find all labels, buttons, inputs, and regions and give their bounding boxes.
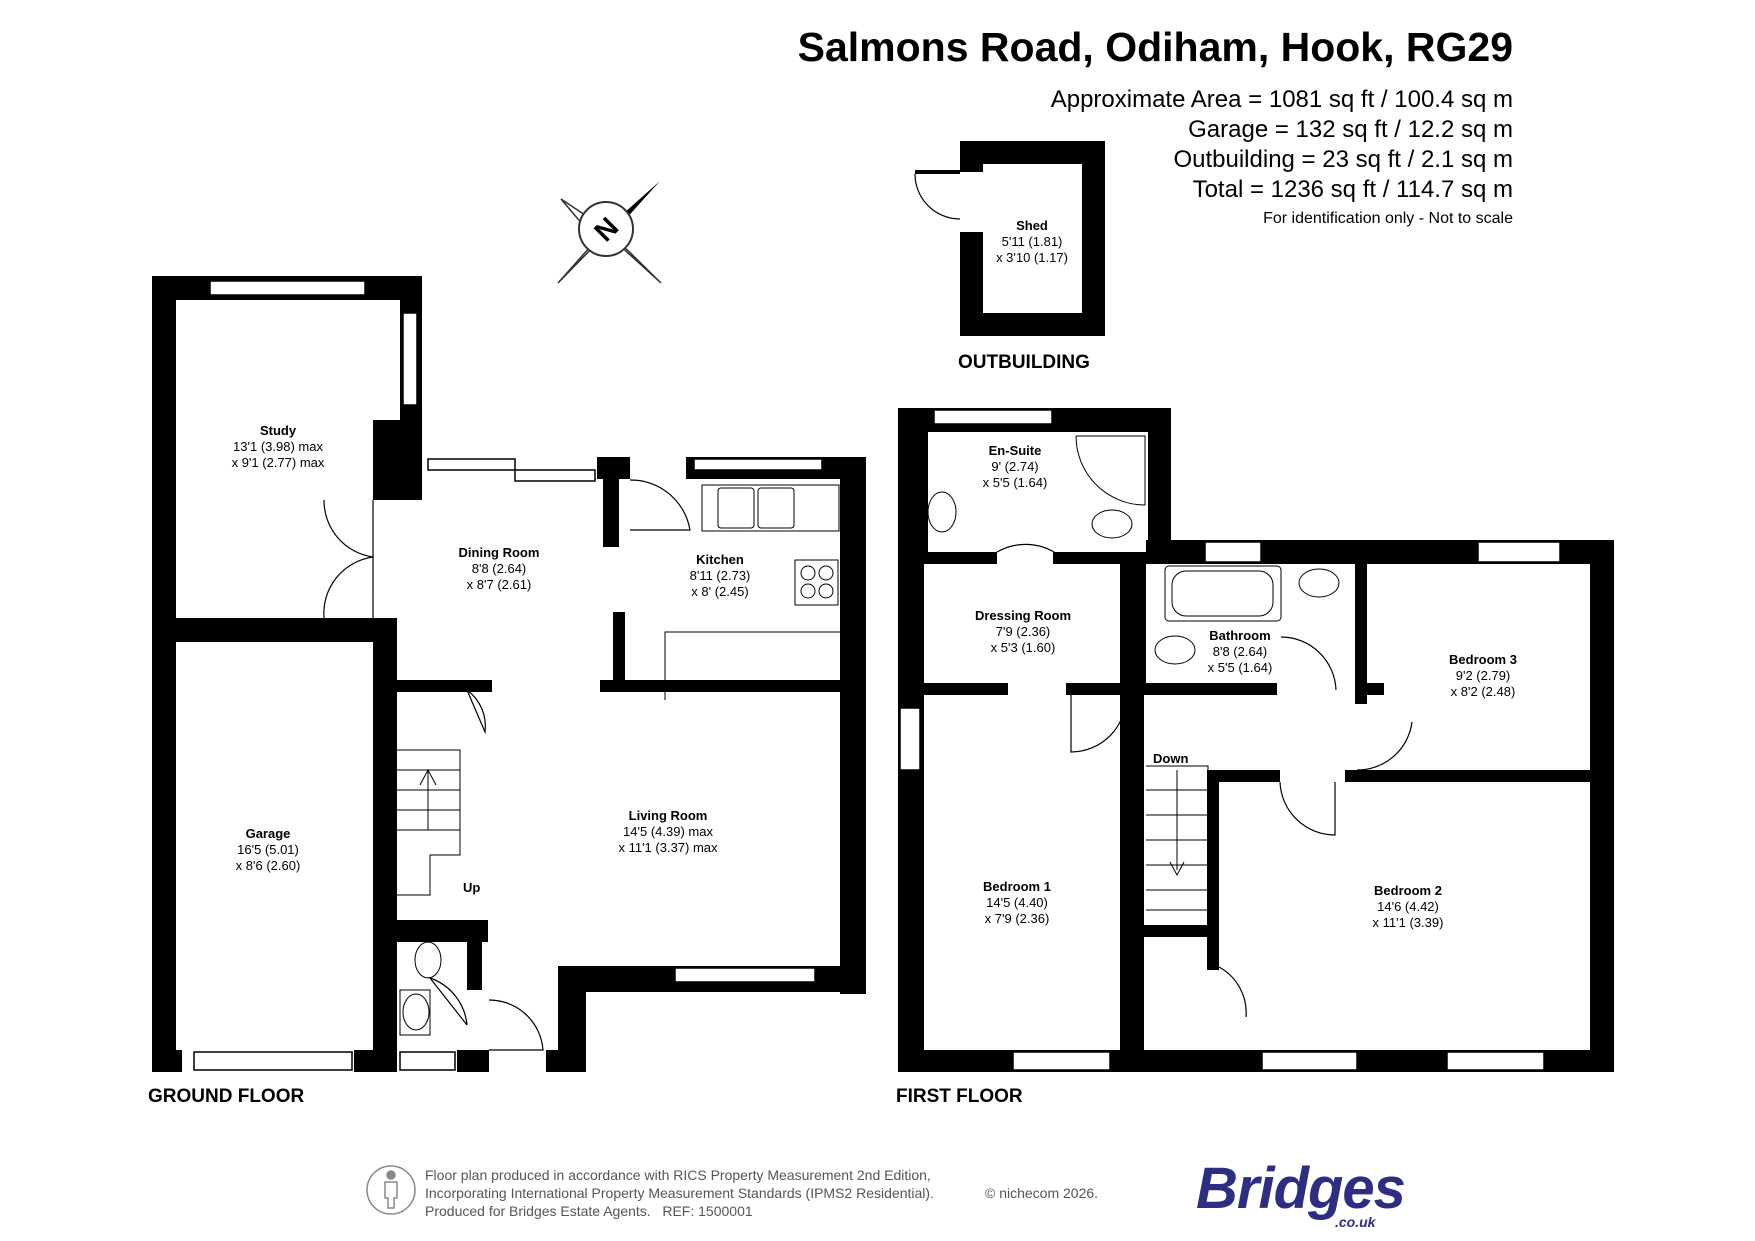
scale-note: For identification only - Not to scale [1263,210,1513,227]
room-dim: x 8' (2.45) [691,584,748,599]
room-name: Dining Room [459,545,540,560]
room-bathroom: Bathroom 8'8 (2.64) x 5'5 (1.64) [1208,628,1273,675]
area-approximate: Approximate Area = 1081 sq ft / 100.4 sq… [1050,86,1513,113]
room-dim: 13'1 (3.98) max [233,439,323,454]
outbuilding-label: OUTBUILDING [958,352,1090,373]
room-name: En-Suite [989,443,1042,458]
room-study: Study 13'1 (3.98) max x 9'1 (2.77) max [232,423,325,470]
room-dim: x 8'2 (2.48) [1451,684,1516,699]
room-bedroom1: Bedroom 1 14'5 (4.40) x 7'9 (2.36) [983,879,1051,926]
room-dim: x 8'7 (2.61) [467,577,532,592]
ground-floor-doors [323,479,691,1051]
room-garage: Garage 16'5 (5.01) x 8'6 (2.60) [236,826,301,873]
page-title: Salmons Road, Odiham, Hook, RG29 [797,24,1513,70]
first-floor-doors [996,543,1413,1018]
room-name: Bedroom 2 [1374,883,1442,898]
room-dim: x 9'1 (2.77) max [232,455,325,470]
room-dim: 8'8 (2.64) [472,561,527,576]
room-name: Study [260,423,297,438]
room-name: Bathroom [1209,628,1270,643]
ground-floor-label: GROUND FLOOR [148,1086,304,1107]
stairs-down-label: Down [1153,751,1188,766]
room-dim: x 5'5 (1.64) [1208,660,1273,675]
measurement-standard-icon [366,1165,416,1215]
room-dim: 14'6 (4.42) [1377,899,1439,914]
room-shed: Shed 5'11 (1.81) x 3'10 (1.17) [996,218,1068,265]
room-name: Garage [246,826,291,841]
room-dim: 9'2 (2.79) [1456,668,1511,683]
room-name: Bedroom 3 [1449,652,1517,667]
area-garage: Garage = 132 sq ft / 12.2 sq m [1188,116,1513,143]
room-bedroom2: Bedroom 2 14'6 (4.42) x 11'1 (3.39) [1373,883,1444,930]
room-name: Kitchen [696,552,744,567]
bridges-logo: Bridges [1196,1156,1406,1221]
room-dim: 7'9 (2.36) [996,624,1051,639]
room-dim: 8'8 (2.64) [1213,644,1268,659]
footer-line: Produced for Bridges Estate Agents. REF:… [425,1203,753,1219]
first-floor-label: FIRST FLOOR [896,1086,1023,1107]
room-dim: x 8'6 (2.60) [236,858,301,873]
room-living: Living Room 14'5 (4.39) max x 11'1 (3.37… [618,808,718,855]
room-name: Living Room [629,808,708,823]
compass-icon: N [557,181,662,284]
footer-text: Floor plan produced in accordance with R… [425,1166,934,1220]
room-dim: x 11'1 (3.37) max [618,840,718,855]
room-name: Dressing Room [975,608,1071,623]
room-dim: x 5'5 (1.64) [983,475,1048,490]
footer-line: Incorporating International Property Mea… [425,1185,934,1201]
room-dim: x 11'1 (3.39) [1373,915,1444,930]
ground-floor-fixtures [397,484,840,1036]
first-floor-walls [898,408,1614,1072]
room-ensuite: En-Suite 9' (2.74) x 5'5 (1.64) [983,443,1048,490]
room-dining: Dining Room 8'8 (2.64) x 8'7 (2.61) [459,545,540,592]
area-outbuilding: Outbuilding = 23 sq ft / 2.1 sq m [1173,146,1513,173]
room-kitchen: Kitchen 8'11 (2.73) x 8' (2.45) [690,552,751,599]
room-dim: 16'5 (5.01) [237,842,299,857]
room-dim: x 7'9 (2.36) [985,911,1050,926]
room-dressing: Dressing Room 7'9 (2.36) x 5'3 (1.60) [975,608,1071,655]
stairs-up-label: Up [463,880,480,895]
ground-floor-windows [193,280,823,1071]
room-name: Bedroom 1 [983,879,1051,894]
copyright: © nichecom 2026. [985,1185,1099,1201]
shed-walls [914,141,1105,336]
room-dim: 8'11 (2.73) [690,568,751,583]
area-total: Total = 1236 sq ft / 114.7 sq m [1192,176,1513,203]
room-dim: 9' (2.74) [991,459,1038,474]
first-floor-fixtures [927,435,1340,911]
room-dim: 14'5 (4.39) max [623,824,713,839]
room-dim: x 3'10 (1.17) [996,250,1068,265]
room-dim: 14'5 (4.40) [986,895,1048,910]
bridges-logo-domain: .co.uk [1335,1214,1376,1230]
ground-floor-walls [152,276,866,1072]
first-floor-windows [899,409,1561,1071]
room-dim: 5'11 (1.81) [1002,234,1063,249]
footer-line: Floor plan produced in accordance with R… [425,1167,931,1183]
room-dim: x 5'3 (1.60) [991,640,1056,655]
room-bedroom3: Bedroom 3 9'2 (2.79) x 8'2 (2.48) [1449,652,1517,699]
room-name: Shed [1016,218,1048,233]
